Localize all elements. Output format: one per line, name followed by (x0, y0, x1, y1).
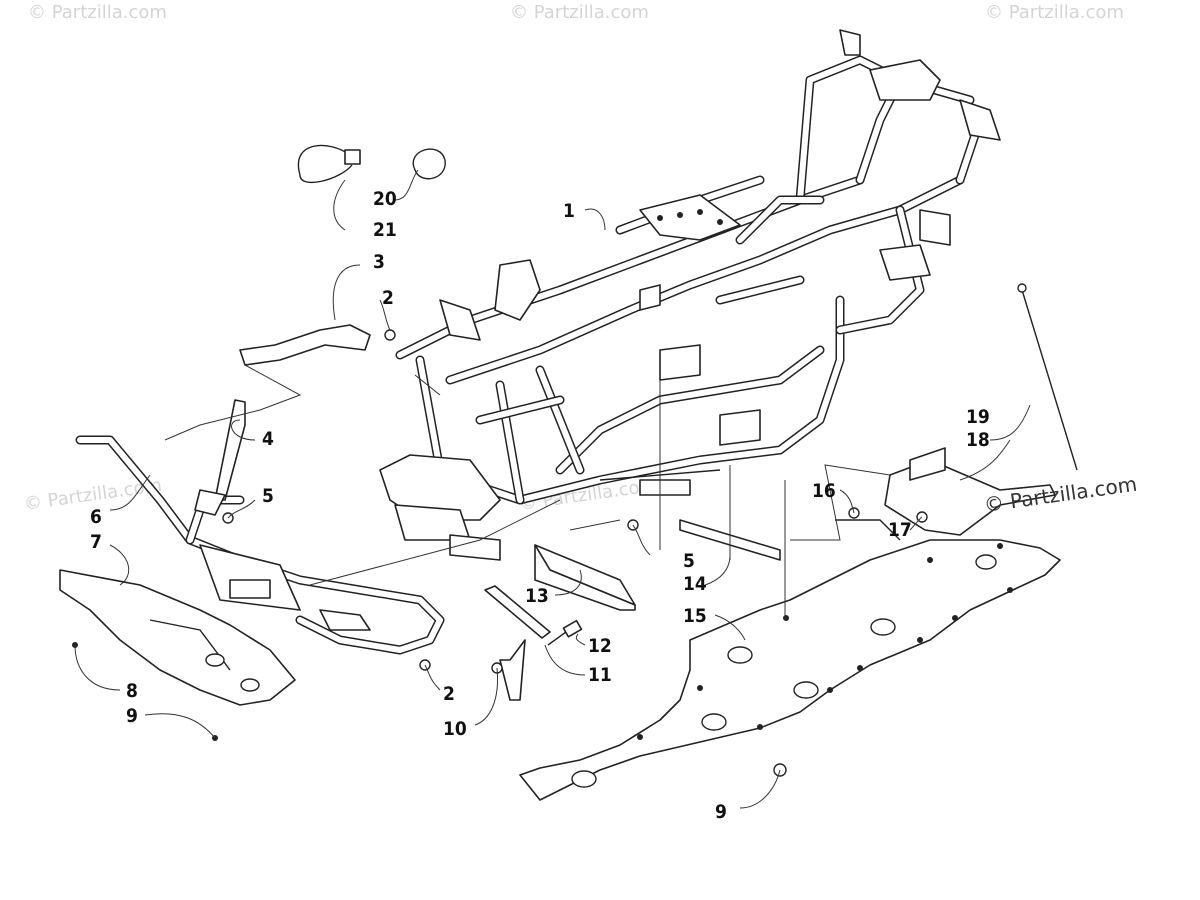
alignment-lines (164, 364, 891, 620)
watermark: © Partzilla.com (28, 2, 167, 23)
watermark: © Partzilla.com (985, 2, 1124, 23)
callout-1: 1 (563, 200, 575, 222)
watermark-layer: © Partzilla.com © Partzilla.com © Partzi… (23, 2, 1124, 515)
callout-8: 8 (126, 680, 138, 702)
bumper-bracket[interactable] (194, 399, 246, 516)
main-frame[interactable] (379, 29, 1001, 561)
callout-21: 21 (373, 219, 397, 241)
callout-9: 9 (715, 801, 727, 823)
callout-6: 6 (90, 506, 102, 528)
callout-17: 17 (888, 519, 912, 541)
callout-9: 9 (126, 705, 138, 727)
callout-3: 3 (373, 251, 385, 273)
callout-12: 12 (588, 635, 612, 657)
callout-15: 15 (683, 605, 707, 627)
callout-10: 10 (443, 718, 467, 740)
lock-nut[interactable] (384, 329, 396, 341)
watermark: © Partzilla.com (510, 2, 649, 23)
callout-18: 18 (966, 429, 990, 451)
callout-4: 4 (262, 428, 274, 450)
frame-bracket[interactable] (239, 324, 371, 366)
leader-lines (74, 169, 1031, 809)
callout-13: 13 (525, 585, 549, 607)
bumper-cover[interactable] (59, 569, 296, 706)
callout-5: 5 (262, 485, 274, 507)
callout-5: 5 (683, 550, 695, 572)
callout-2: 2 (443, 683, 455, 705)
callout-19: 19 (966, 406, 990, 428)
callout-11: 11 (588, 664, 612, 686)
callout-20: 20 (373, 188, 397, 210)
brand-watermark: © Partzilla.com (982, 472, 1138, 517)
front-bumper[interactable] (75, 435, 445, 655)
callout-7: 7 (90, 531, 102, 553)
callout-2: 2 (382, 287, 394, 309)
callouts: 1 2 2 3 4 5 5 6 7 8 9 9 10 11 12 13 14 1… (90, 188, 990, 823)
support-rod[interactable] (1017, 283, 1078, 471)
support-bar[interactable] (484, 585, 551, 701)
cable-tie-strap[interactable] (297, 144, 446, 184)
skid-plate[interactable] (519, 539, 1061, 801)
callout-14: 14 (683, 573, 707, 595)
callout-16: 16 (812, 480, 836, 502)
hex-bolt[interactable] (547, 619, 583, 646)
foam-block[interactable] (534, 544, 636, 611)
